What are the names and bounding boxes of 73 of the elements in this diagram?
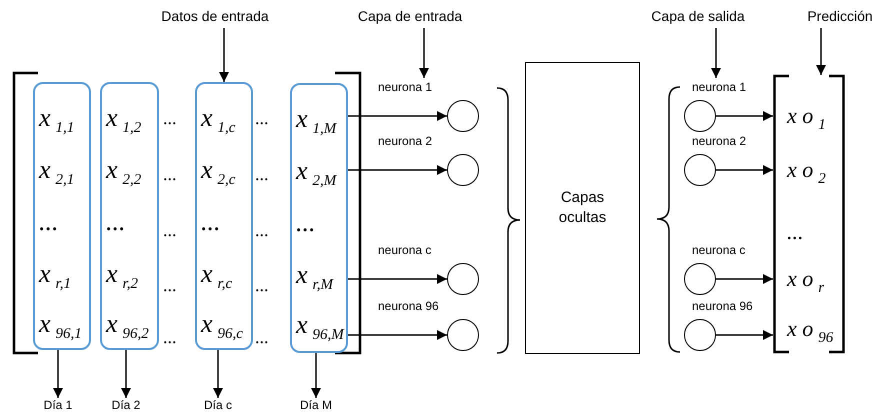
ellipsis: ... — [255, 221, 268, 239]
ellipsis: ... — [163, 328, 176, 346]
arrow — [311, 353, 321, 398]
matrix-entry: x$_{r,M}$ — [296, 261, 333, 295]
ellipsis: ... — [163, 165, 176, 183]
heading-label: Capa de salida — [651, 7, 745, 26]
neuron-label: neurona 1 — [692, 80, 746, 94]
neuron-label: neurona c — [692, 243, 746, 257]
box-label: Capas ocultas — [558, 188, 608, 228]
matrix-entry: ... — [787, 218, 804, 246]
ellipsis: ... — [255, 328, 268, 346]
matrix-entry: x$_{96,1}$ — [39, 310, 82, 344]
day-label: Día 1 — [44, 398, 72, 412]
matrix-entry: x$_{96,2}$ — [106, 310, 149, 344]
ellipsis: ... — [163, 276, 176, 294]
matrix-entry: x$_{96,M}$ — [296, 311, 344, 345]
arrow — [348, 330, 447, 340]
matrix-entry: x$_{1,M}$ — [296, 105, 336, 139]
matrix-entry: x$_{2,1}$ — [39, 156, 74, 190]
matrix-entry: x$_{1,1}$ — [39, 104, 74, 138]
neuron-label: neurona 1 — [378, 80, 432, 94]
ellipsis: ... — [255, 165, 268, 183]
day-label: Día 2 — [112, 398, 140, 412]
arrow — [716, 330, 773, 340]
matrix-entry: x$_{r,c}$ — [201, 260, 232, 294]
layer-box — [525, 62, 640, 354]
arrow — [716, 165, 773, 175]
heading-label: Datos de entrada — [161, 7, 269, 26]
neuron-label: neurona 96 — [378, 299, 439, 313]
matrix-entry: x o$_{96}$ — [787, 315, 834, 348]
rounded-column-box — [33, 82, 91, 350]
arrow — [53, 350, 63, 398]
matrix-entry: x$_{r,2}$ — [106, 260, 138, 294]
arrow — [711, 28, 721, 78]
arrow — [121, 350, 131, 398]
day-label: Día c — [204, 398, 232, 412]
matrix-entry: ... — [106, 208, 126, 236]
neuron-label: neurona 96 — [692, 299, 753, 313]
matrix-entry: x$_{96,c}$ — [201, 310, 243, 344]
arrow — [419, 28, 429, 78]
arrow — [816, 28, 826, 75]
matrix-entry: x$_{r,1}$ — [39, 260, 71, 294]
arrow — [348, 165, 447, 175]
matrix-entry: ... — [39, 208, 58, 236]
arrow — [348, 111, 447, 121]
ellipsis: ... — [255, 109, 268, 127]
rounded-column-box — [195, 82, 253, 350]
matrix-entry: x$_{2,c}$ — [201, 156, 236, 190]
ellipsis: ... — [163, 109, 176, 127]
matrix-entry: x o$_{2}$ — [787, 156, 826, 189]
heading-label: Predicción — [807, 7, 873, 26]
neuron-label: neurona c — [378, 243, 432, 257]
matrix-entry: ... — [201, 208, 220, 236]
arrow — [716, 111, 773, 121]
neuron-label: neurona 2 — [378, 134, 432, 148]
matrix-entry: ... — [296, 209, 316, 237]
day-label: Día M — [300, 398, 332, 412]
arrow — [348, 274, 447, 284]
rounded-column-box — [290, 83, 348, 353]
ellipsis: ... — [163, 221, 176, 239]
matrix-entry: x$_{1,c}$ — [201, 104, 236, 138]
arrow — [716, 274, 773, 284]
matrix-entry: x$_{2,2}$ — [106, 156, 142, 190]
rounded-column-box — [100, 82, 159, 350]
matrix-entry: x o$_{r}$ — [787, 265, 824, 298]
matrix-entry: x$_{2,M}$ — [296, 157, 336, 191]
matrix-entry: x$_{1,2}$ — [106, 104, 142, 138]
matrix-entry: x o$_{1}$ — [787, 102, 826, 135]
neuron-label: neurona 2 — [692, 134, 746, 148]
ellipsis: ... — [255, 276, 268, 294]
heading-label: Capa de entrada — [358, 7, 462, 26]
arrow — [213, 350, 223, 398]
arrow — [219, 28, 229, 82]
